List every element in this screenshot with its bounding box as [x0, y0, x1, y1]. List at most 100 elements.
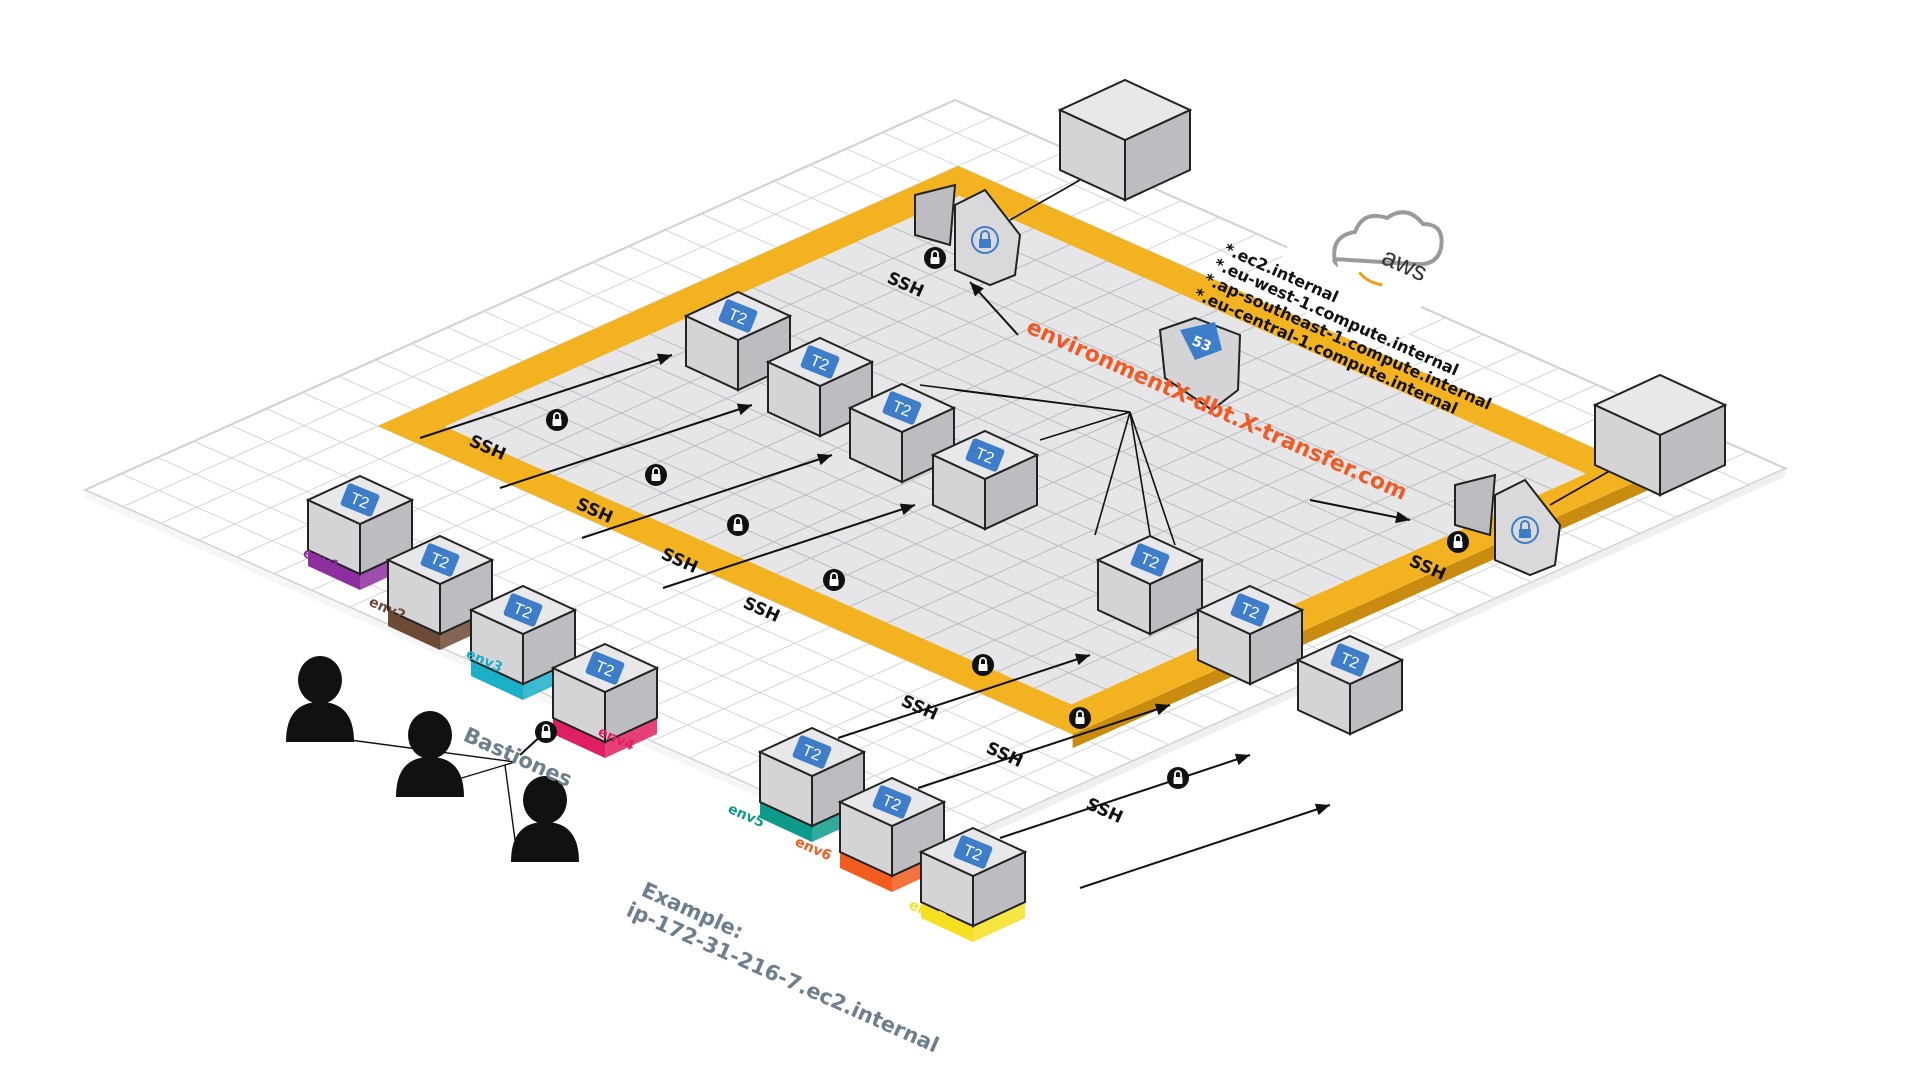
instance-type-label: T2	[511, 600, 535, 623]
instance-type-label: T2	[973, 445, 997, 468]
instance-badge: T2	[792, 735, 832, 769]
badge-bg	[882, 391, 922, 425]
box-top-face	[1592, 373, 1728, 437]
lock-shackle	[734, 517, 742, 524]
ssh-arrow	[581, 454, 833, 539]
instance-type-label: T2	[726, 306, 750, 329]
user-head	[408, 711, 452, 759]
lock-icon	[1167, 767, 1189, 789]
gateway-link	[1009, 179, 1081, 221]
lock-body	[541, 731, 551, 738]
instance-badge: T2	[340, 483, 380, 517]
gateway-back	[914, 183, 957, 247]
platform-grid-line	[821, 256, 1449, 536]
instance-box: T2	[1295, 634, 1405, 736]
user-body	[511, 822, 579, 862]
instance-type-label: T2	[800, 742, 824, 765]
ssh-arrow	[662, 504, 916, 589]
instance-badge: T2	[585, 651, 625, 685]
lock-icon	[546, 409, 568, 431]
badge-bg	[965, 438, 1005, 472]
instance-badge: T2	[718, 299, 758, 333]
instance-box: T2	[1195, 584, 1305, 686]
arrow-head	[970, 282, 984, 297]
gateway-lock-icon	[914, 183, 1022, 287]
lock-body	[1173, 777, 1183, 784]
instance-box: T2	[765, 336, 875, 438]
platform-grid-line	[478, 410, 1106, 690]
lock-shackle	[553, 412, 561, 419]
lock-icon	[972, 654, 994, 676]
gateway-back	[1454, 473, 1497, 537]
ssh-arrow	[419, 354, 673, 439]
user-icon	[396, 711, 464, 797]
dns-fan-line	[1129, 411, 1151, 536]
lock-shackle	[1454, 534, 1462, 541]
route53-badge	[1180, 322, 1222, 360]
user-body	[396, 757, 464, 797]
instance-badge: T2	[420, 543, 460, 577]
bastion-box-env7: T2	[918, 826, 1028, 942]
gateway-lock-body	[1519, 529, 1531, 538]
instance-badge: T2	[503, 593, 543, 627]
lock-shackle	[830, 572, 838, 579]
box-top-face	[1057, 78, 1193, 142]
lock-shackle	[1076, 710, 1084, 717]
ssh-arrow	[1079, 804, 1331, 889]
lock-shackle	[979, 657, 987, 664]
instance-badge: T2	[800, 345, 840, 379]
platform-grid-line	[702, 309, 1218, 542]
instance-type-label: T2	[593, 658, 617, 681]
instance-type-label: T2	[890, 398, 914, 421]
dns-fan-line	[954, 389, 1131, 413]
env-stripe-left	[553, 718, 605, 758]
instance-type-label: T2	[961, 842, 985, 865]
user-icon	[286, 656, 354, 742]
instance-type-label: T2	[428, 550, 452, 573]
arrow-head	[1314, 803, 1330, 816]
arrow-head	[656, 353, 672, 366]
storage-box	[1057, 78, 1193, 202]
lock-body	[930, 257, 940, 264]
arrow-head	[816, 453, 832, 466]
lock-body	[651, 474, 661, 481]
instance-type-label: T2	[880, 792, 904, 815]
lock-shackle	[1174, 770, 1182, 777]
instance-type-label: T2	[348, 490, 372, 513]
badge-bg	[1130, 543, 1170, 577]
instance-type-label: T2	[1138, 550, 1162, 573]
instance-badge: T2	[953, 835, 993, 869]
instance-type-label: T2	[1238, 600, 1262, 623]
env-stripe-right	[973, 902, 1025, 942]
bastion-user-line	[504, 764, 516, 841]
badge-bg	[1330, 643, 1370, 677]
ssh-arrow	[837, 654, 1091, 739]
user-head	[298, 656, 342, 704]
badge-bg	[1230, 593, 1270, 627]
arrow-head	[1234, 753, 1250, 766]
lock-body	[1453, 541, 1463, 548]
env-stripe-left	[471, 660, 523, 700]
instance-badge: T2	[1330, 643, 1370, 677]
gateway-front	[954, 188, 1022, 287]
lock-shackle	[542, 724, 550, 731]
gateway-ring	[971, 226, 999, 254]
badge-bg	[800, 345, 840, 379]
user-body	[286, 702, 354, 742]
dns-fan-line	[1129, 411, 1176, 546]
ssh-arrow	[917, 704, 1171, 789]
grid-line	[877, 451, 1748, 843]
instance-box: T2	[683, 290, 793, 392]
lock-body	[552, 419, 562, 426]
instance-badge: T2	[882, 391, 922, 425]
badge-bg	[792, 735, 832, 769]
env-stripe-left	[308, 550, 360, 590]
instance-badge: T2	[1230, 593, 1270, 627]
arrow-head	[1395, 511, 1410, 524]
platform-grid-line	[787, 272, 1415, 552]
platform-grid-line	[997, 440, 1513, 673]
env-stripe-left	[840, 852, 892, 892]
dns-arrow	[1309, 499, 1411, 521]
